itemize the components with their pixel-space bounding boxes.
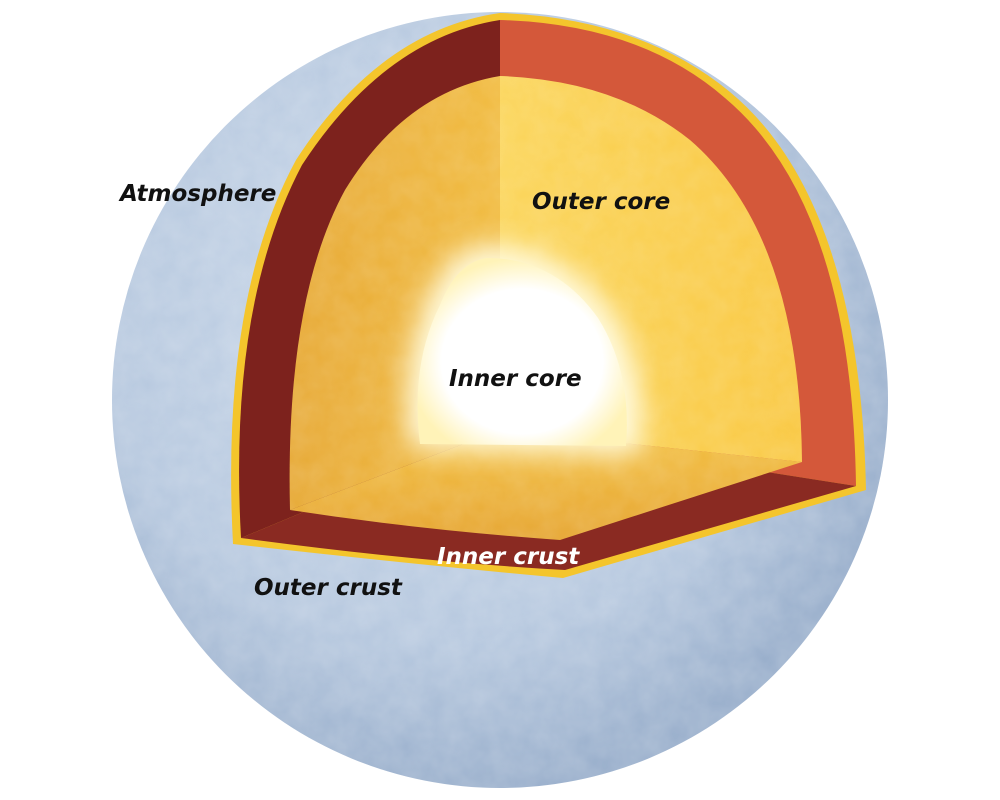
inner-core-layer [417, 258, 627, 446]
inner-core-label: Inner core [449, 366, 582, 392]
inner-crust-label: Inner crust [437, 544, 580, 570]
outer-crust-label: Outer crust [254, 575, 402, 601]
outer-core-label: Outer core [532, 189, 671, 215]
atmosphere-label: Atmosphere [120, 181, 277, 207]
